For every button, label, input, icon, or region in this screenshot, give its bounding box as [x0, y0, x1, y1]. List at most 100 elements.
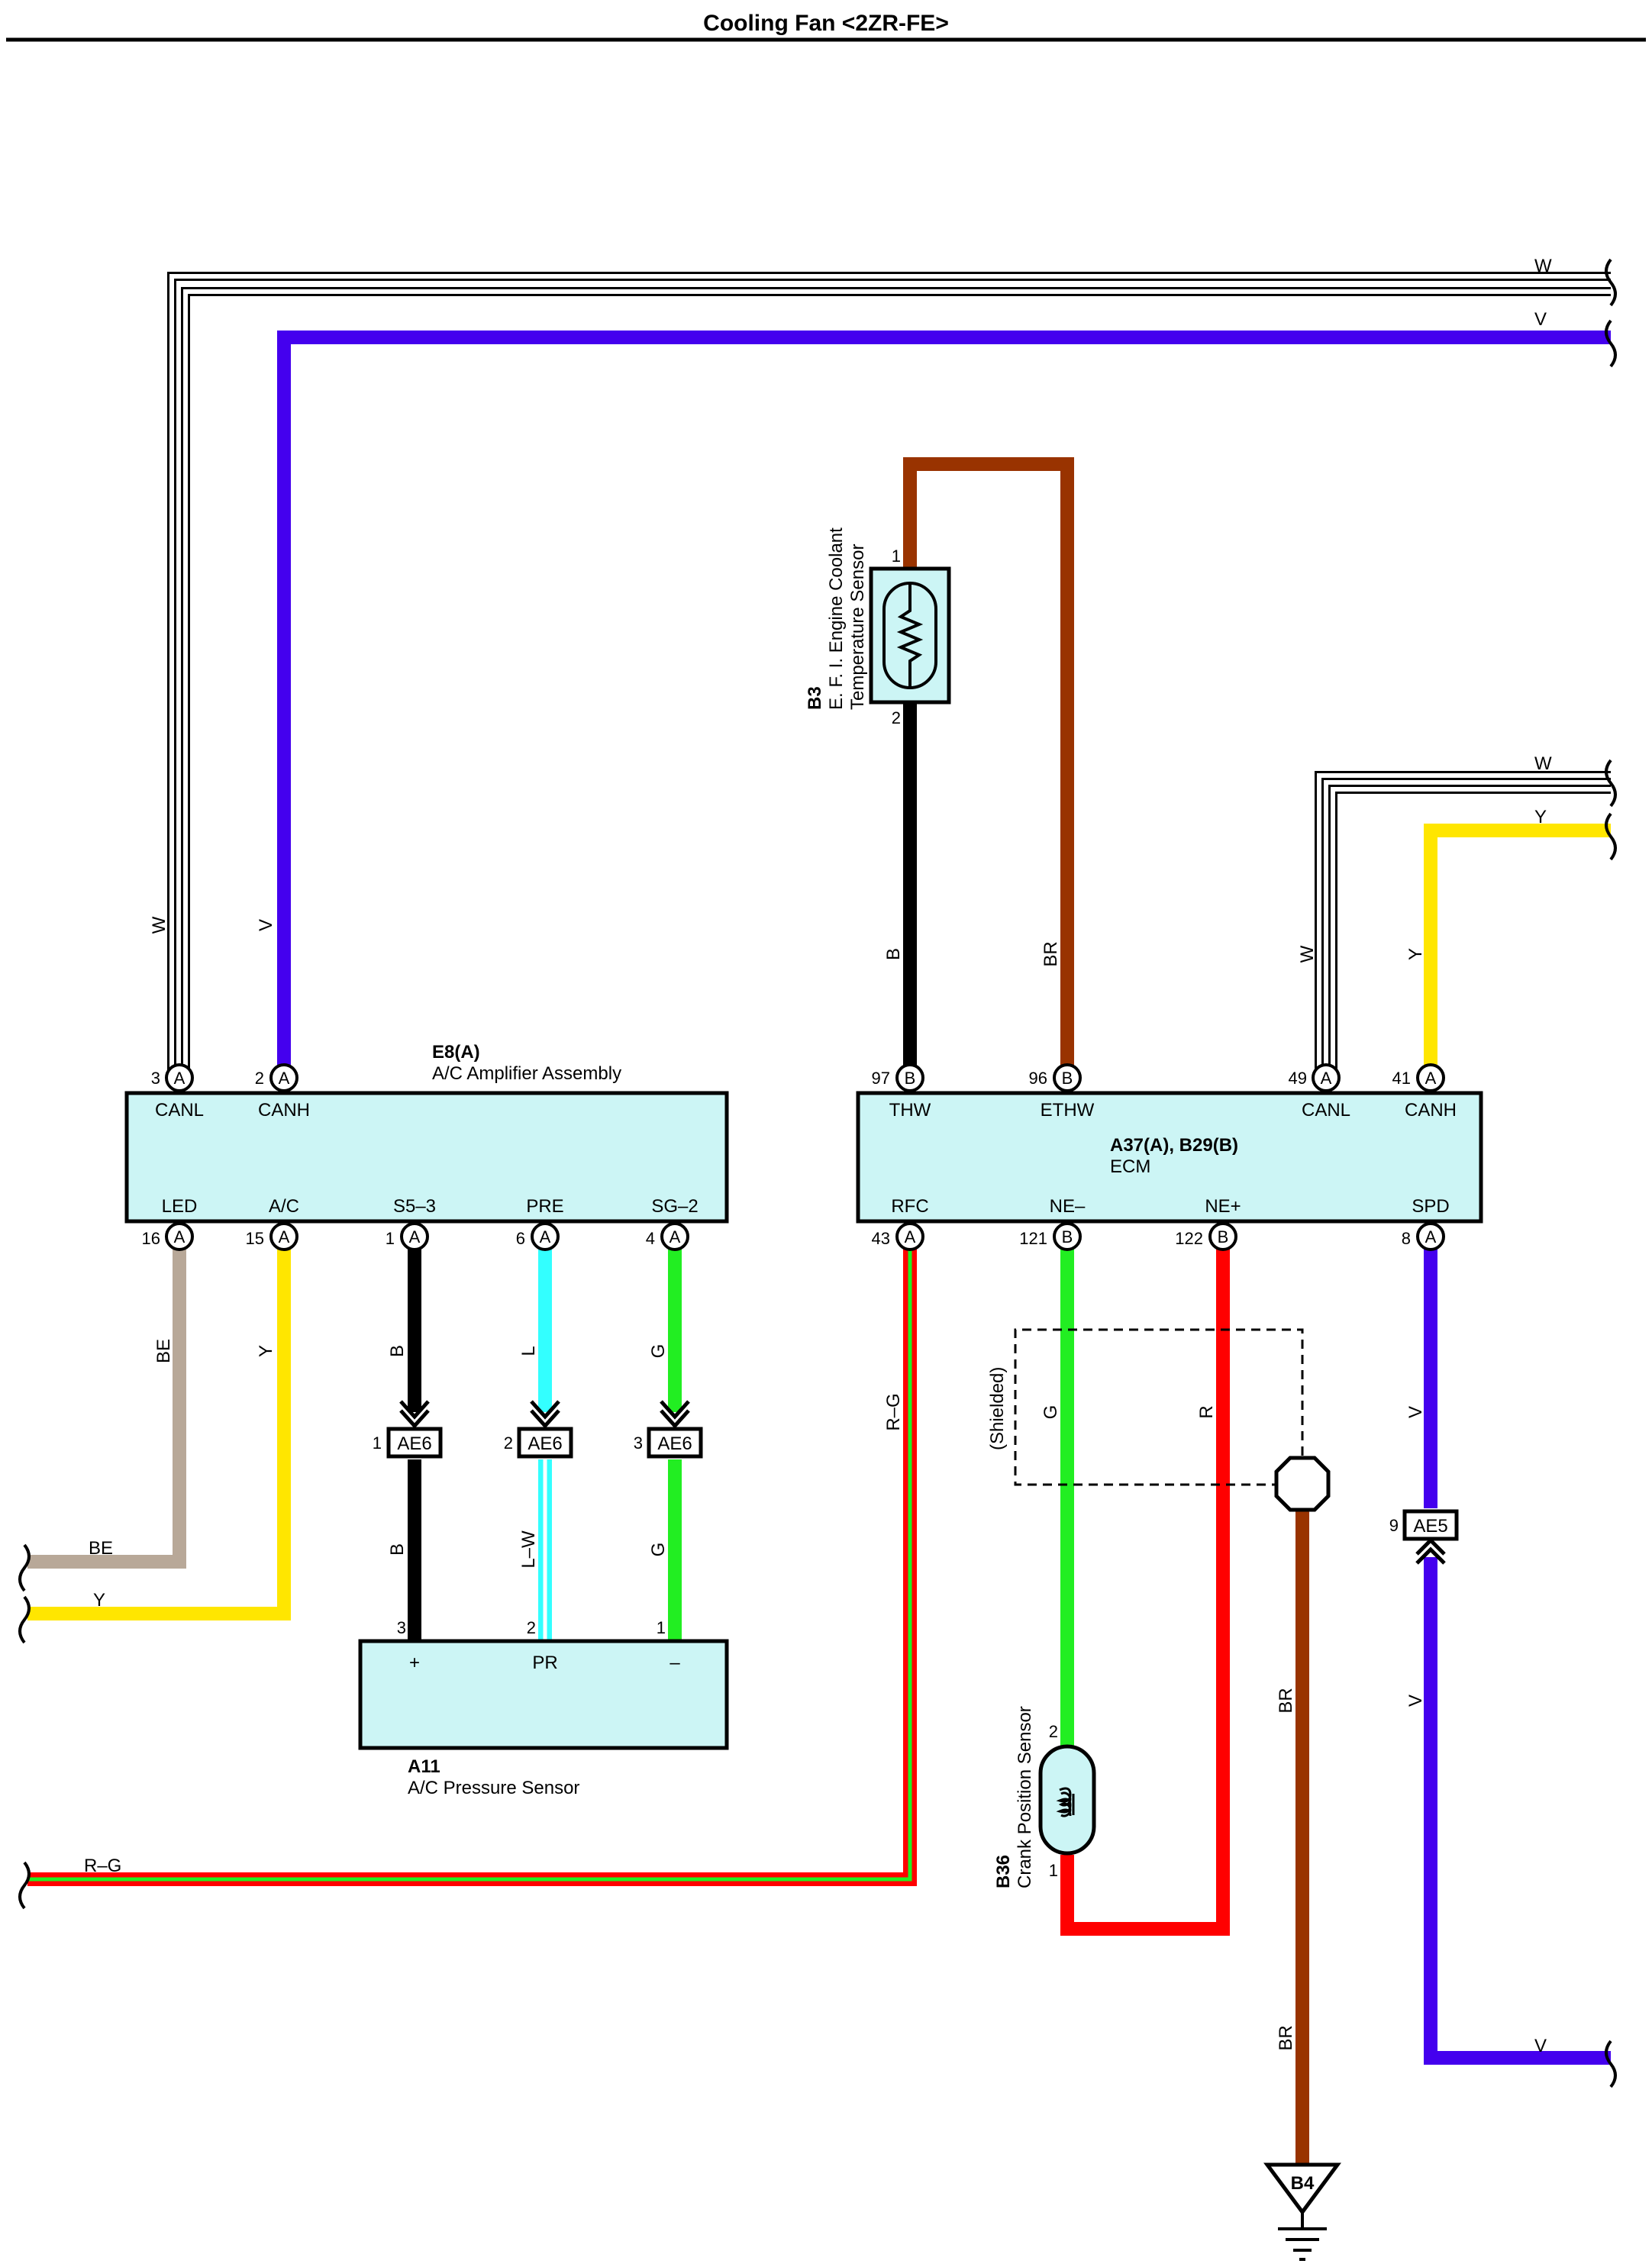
wire-v-spd-lower — [1424, 1557, 1611, 2065]
page-title: Cooling Fan <2ZR-FE> — [703, 11, 949, 36]
e8-name: A/C Amplifier Assembly — [432, 1063, 621, 1084]
terminal-e8-pre — [531, 1222, 560, 1251]
pin-ecm-spd: 8 — [1402, 1229, 1411, 1248]
terminal-letter-e8-sg2: A — [670, 1227, 681, 1246]
wire-label-w-ecm: W — [1534, 753, 1552, 774]
wire-label-be-left: BE — [89, 1538, 113, 1559]
ecm-pin-spd: SPD — [1412, 1196, 1449, 1217]
wire-label-r-ne: R — [1196, 1405, 1217, 1418]
wire-label-b-s53: B — [387, 1345, 408, 1357]
wire-w-e8-canl — [167, 272, 1611, 1076]
pin-b3-2: 2 — [892, 708, 901, 727]
wire-label-y-ecm: Y — [1534, 807, 1547, 827]
ecm-pin-ne-plus: NE+ — [1205, 1196, 1241, 1217]
wire-label-w-e8: W — [149, 916, 169, 934]
e8-pin-pre: PRE — [526, 1196, 563, 1217]
ecm-pin-rfc: RFC — [891, 1196, 928, 1217]
ae6-label-1: AE6 — [397, 1433, 431, 1454]
wire-label-w-ecm-v: W — [1297, 945, 1318, 963]
wire-label-br-ethw: BR — [1041, 941, 1061, 966]
a11-code: A11 — [408, 1756, 440, 1777]
pin-ecm-canl: 49 — [1289, 1069, 1307, 1088]
pin-e8-led: 16 — [142, 1229, 160, 1248]
wire-label-br-ground: BR — [1276, 2025, 1296, 2050]
e8-pin-led: LED — [162, 1196, 198, 1217]
a11-sensor-box — [358, 1639, 729, 1750]
terminal-letter-e8-pre: A — [540, 1227, 551, 1246]
terminal-e8-ac — [269, 1222, 298, 1251]
terminal-e8-s53 — [400, 1222, 429, 1251]
ecm-pin-ne-minus: NE– — [1050, 1196, 1086, 1217]
a11-pin-pr: PR — [532, 1653, 557, 1673]
ae5-connector — [1402, 1509, 1459, 1565]
pin-ae5-9: 9 — [1389, 1516, 1399, 1535]
terminal-ecm-thw — [895, 1063, 924, 1092]
wire-label-y-ecm-v: Y — [1405, 948, 1426, 960]
ae5-label: AE5 — [1413, 1516, 1447, 1537]
a11-pin-plus: + — [409, 1653, 420, 1673]
e8-pin-canh: CANH — [258, 1100, 310, 1121]
e8-pin-canl: CANL — [155, 1100, 204, 1121]
wire-label-b-thw: B — [883, 948, 904, 960]
pin-a11-3: 3 — [397, 1618, 406, 1637]
ecm-pin-thw: THW — [889, 1100, 931, 1121]
wire-label-v-top: V — [1534, 309, 1547, 330]
pin-ecm-rfc: 43 — [872, 1229, 890, 1248]
pin-e8-canh: 2 — [255, 1069, 264, 1088]
e8-pin-s53: S5–3 — [393, 1196, 436, 1217]
pin-e8-s53: 1 — [386, 1229, 395, 1248]
ecm-name: ECM — [1110, 1156, 1150, 1177]
pin-ae6-3: 3 — [634, 1433, 643, 1453]
terminal-ecm-ethw — [1053, 1063, 1082, 1092]
terminal-letter-ecm-canh: A — [1425, 1069, 1437, 1088]
wire-br-ethw — [903, 457, 1074, 1076]
ae6-connector-2 — [517, 1400, 573, 1459]
ecm-code: A37(A), B29(B) — [1110, 1135, 1238, 1156]
pin-ae6-2: 2 — [504, 1433, 513, 1453]
ground-b4-label: B4 — [1291, 2173, 1315, 2194]
pin-b36-1: 1 — [1049, 1861, 1058, 1880]
wire-label-y-ac: Y — [256, 1345, 276, 1357]
terminal-e8-canl — [165, 1063, 194, 1092]
pin-e8-canl: 3 — [151, 1069, 160, 1088]
shield-junction — [1274, 1456, 1331, 1512]
ecm-pin-canh: CANH — [1405, 1100, 1457, 1121]
pin-ecm-ethw: 96 — [1029, 1069, 1047, 1088]
b36-code: B36 — [993, 1855, 1014, 1888]
terminal-letter-ecm-canl: A — [1321, 1069, 1332, 1088]
terminal-letter-e8-s53: A — [409, 1227, 421, 1246]
wire-w-ecm-canl — [1315, 771, 1611, 1076]
pin-e8-ac: 15 — [246, 1229, 264, 1248]
wire-label-rg-rfc: R–G — [883, 1393, 904, 1430]
terminal-letter-ecm-spd: A — [1425, 1227, 1437, 1246]
terminal-letter-e8-ac: A — [279, 1227, 290, 1246]
wire-label-be-led: BE — [153, 1339, 174, 1363]
pin-a11-1: 1 — [657, 1618, 666, 1637]
b3-code: B3 — [805, 686, 825, 710]
wire-label-v-spd: V — [1534, 2036, 1547, 2056]
e8-pin-sg2: SG–2 — [651, 1196, 698, 1217]
terminal-ecm-ne-minus — [1053, 1222, 1082, 1251]
pin-b36-2: 2 — [1049, 1722, 1058, 1741]
terminal-letter-ecm-thw: B — [905, 1069, 916, 1088]
ae6-connector-3 — [647, 1400, 703, 1459]
b36-sensor — [1038, 1744, 1096, 1856]
terminal-letter-ecm-rfc: A — [905, 1227, 916, 1246]
pin-ecm-ne-minus: 121 — [1019, 1229, 1047, 1248]
wire-label-g-lower: G — [648, 1543, 669, 1557]
pin-ecm-ne-plus: 122 — [1175, 1229, 1203, 1248]
ecm-pin-ethw: ETHW — [1041, 1100, 1095, 1121]
a11-pin-minus: – — [670, 1653, 680, 1673]
terminal-ecm-rfc — [895, 1222, 924, 1251]
wire-rg-rfc — [27, 1237, 917, 1886]
b3-name-line2: Temperature Sensor — [847, 544, 868, 710]
pin-b3-1: 1 — [892, 547, 901, 566]
wire-v-e8-canh — [277, 331, 1611, 1076]
b3-name-line1: E. F. I. Engine Coolant — [826, 527, 847, 710]
wire-label-v-e8: V — [256, 919, 276, 931]
wire-label-w-top: W — [1534, 256, 1552, 276]
e8-amplifier-box — [124, 1091, 729, 1224]
pin-ecm-thw: 97 — [872, 1069, 890, 1088]
wire-y-ecm-canh — [1424, 824, 1611, 1076]
